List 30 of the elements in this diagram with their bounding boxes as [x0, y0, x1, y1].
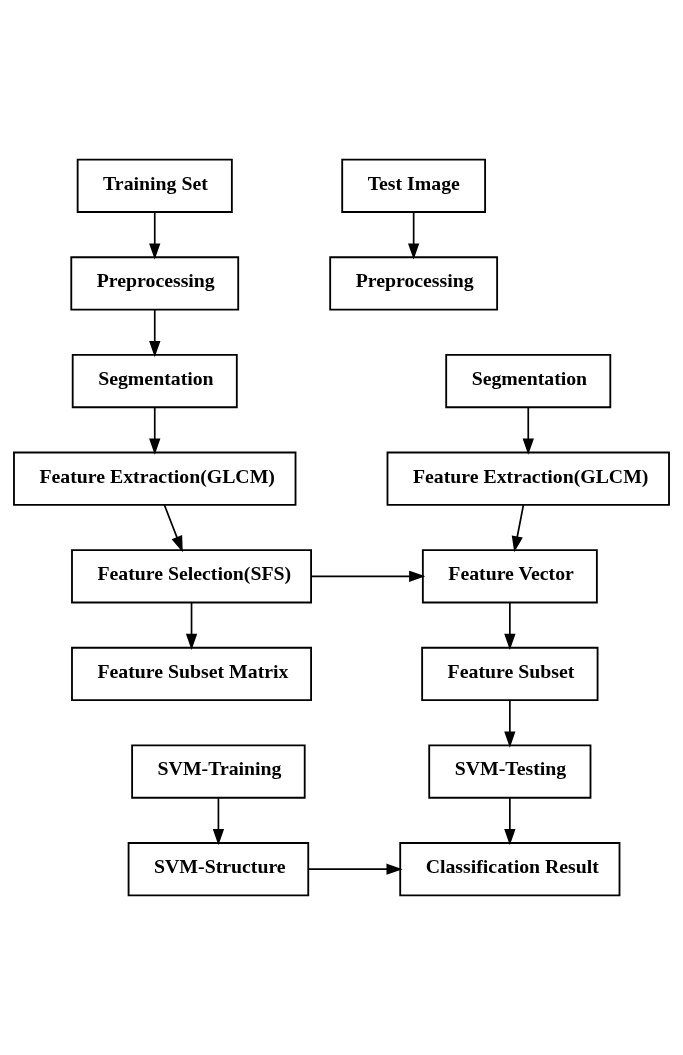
- node-box: SVM-Training: [131, 744, 306, 799]
- arrow: [504, 797, 516, 846]
- node-box: Feature Vector: [421, 549, 598, 604]
- arrow: [149, 308, 161, 358]
- node-box: Classification Result: [399, 842, 621, 897]
- arrow: [511, 504, 525, 553]
- arrow: [149, 406, 161, 455]
- arrow: [408, 211, 420, 260]
- node-box: Feature Subset: [421, 646, 599, 701]
- arrow: [149, 211, 161, 260]
- node-box: Test Image: [341, 158, 487, 213]
- node-box: Feature Selection(SFS): [71, 549, 312, 604]
- arrow: [307, 863, 403, 875]
- arrow: [212, 797, 225, 846]
- node-box: Preprocessing: [70, 256, 240, 311]
- arrow: [310, 570, 426, 582]
- node-box: Preprocessing: [329, 256, 499, 311]
- arrow: [185, 601, 198, 650]
- node-box: Training Set: [76, 158, 233, 213]
- node-box: Segmentation: [71, 353, 238, 409]
- arrow: [163, 504, 183, 553]
- arrow: [522, 406, 534, 455]
- node-box: SVM-Structure: [127, 842, 310, 897]
- node-box: SVM-Testing: [428, 744, 592, 799]
- node-box: Feature Extraction(GLCM): [13, 451, 297, 506]
- node-box: Segmentation: [445, 353, 612, 409]
- node-box: Feature Subset Matrix: [71, 646, 312, 701]
- arrow: [504, 601, 516, 650]
- arrow: [504, 699, 516, 748]
- node-box: Feature Extraction(GLCM): [386, 451, 670, 506]
